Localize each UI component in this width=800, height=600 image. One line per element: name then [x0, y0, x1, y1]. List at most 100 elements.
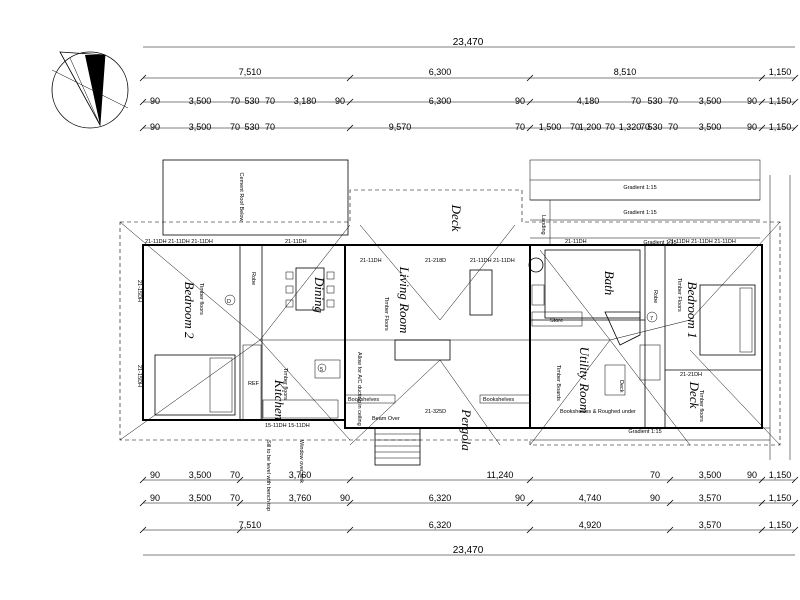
bottom-row3-value: 6,320: [429, 520, 452, 530]
bottom-row2-value: 3,500: [189, 493, 212, 503]
walls: [142, 244, 763, 429]
room-deck-top: Deck: [449, 204, 464, 232]
top-row3-value: 530: [647, 122, 662, 132]
sofa-icon-2: [394, 339, 451, 361]
timber-floors-5: Timber Boards: [555, 365, 561, 401]
circle-7-label: 7: [650, 316, 653, 322]
header-bottom: 21-325D: [425, 409, 446, 415]
top-row2-value: 90: [747, 96, 757, 106]
top-row2-value: 90: [335, 96, 345, 106]
dining-table-icon: [295, 267, 325, 311]
header-living-2: 21-11DH 21-11DH: [470, 258, 515, 264]
top-row2-value: 3,500: [699, 96, 722, 106]
timber-floors-6: Timber floors: [698, 390, 704, 422]
sill-note: Sill to be level with bench top: [265, 440, 271, 511]
beam-over-label: Beam Over: [372, 416, 400, 422]
gradient-label-3: Gradient 1:15: [643, 240, 676, 246]
gradient-deck-area: Gradient 1:15 Gradient 1:15 Gradient 1:1…: [529, 159, 791, 460]
landing-label: Landing: [540, 215, 546, 235]
top-row3-value: 1,500: [539, 122, 562, 132]
bookshelves-note: Bookshelves & Roughed under: [560, 409, 636, 415]
top-row2-value: 90: [515, 96, 525, 106]
top-row3-value: 1,150: [769, 122, 792, 132]
circle-d-label: D: [227, 299, 231, 305]
bottom-row1-value: 1,150: [769, 470, 792, 480]
top-row3-value: 90: [150, 122, 160, 132]
deck-word: Deck: [618, 380, 624, 393]
bath-area: Store: [528, 249, 641, 346]
top-row3-value: 90: [747, 122, 757, 132]
top-row3-value: 70: [230, 122, 240, 132]
dim-overall-top: 23,470: [453, 37, 484, 48]
sofa-icon: [469, 269, 493, 316]
robe-label-right: Robe: [652, 290, 658, 303]
header-living: 21-11DH: [360, 258, 382, 264]
bottom-row1-value: 90: [150, 470, 160, 480]
top-row1-value: 8,510: [614, 67, 637, 77]
room-kitchen: Kitchen: [272, 379, 287, 420]
room-bedroom-1: Bedroom 1: [685, 282, 700, 339]
header-left: 21-11DH 21-11DH 21-11DH: [145, 239, 213, 245]
bottom-row2-value: 6,320: [429, 493, 452, 503]
top-row1-value: 1,150: [769, 67, 792, 77]
room-deck-right: Deck: [687, 381, 702, 409]
header-kitchen: 15-11DH 15-11DH: [265, 423, 310, 429]
bottom-row2-value: 1,150: [769, 493, 792, 503]
top-row2-value: 530: [244, 96, 259, 106]
cement-label: Cement Roof Below: [238, 173, 244, 222]
bottom-row1-value: 3,500: [189, 470, 212, 480]
room-living: Living Room: [397, 266, 412, 334]
top-row3-value: 9,570: [389, 122, 412, 132]
roof-diagonals: [119, 221, 781, 446]
bottom-row1-value: 90: [747, 470, 757, 480]
store-label: Store: [550, 318, 563, 324]
top-row3-value: 70: [605, 122, 615, 132]
top-row2-value: 90: [150, 96, 160, 106]
header-deck-right: 21-21DH: [680, 372, 702, 378]
bottom-row2-value: 3,760: [289, 493, 312, 503]
top-row2-value: 3,500: [189, 96, 212, 106]
room-utility: Utility Room: [577, 347, 592, 414]
top-row3-value: 3,500: [189, 122, 212, 132]
fridge-label: REF: [248, 381, 260, 387]
circle-5-label: 5: [320, 367, 323, 373]
top-row3-value: 70: [570, 122, 580, 132]
bottom-row2-value: 4,740: [579, 493, 602, 503]
top-row3-value: 1,200: [579, 122, 602, 132]
top-row3-value: 70: [265, 122, 275, 132]
bottom-row3-value: 1,150: [769, 520, 792, 530]
gradient-label-4: Gradient 1:15: [628, 429, 661, 435]
bookshelves-label-2: Bookshelves: [483, 397, 514, 403]
top-row1-value: 7,510: [239, 67, 262, 77]
bed-1-icon: [699, 284, 756, 356]
furniture: [154, 267, 756, 421]
top-row3-value: 70: [640, 122, 650, 132]
bottom-row2-value: 90: [340, 493, 350, 503]
bed-icon: [154, 354, 236, 416]
top-row3-value: 3,500: [699, 122, 722, 132]
bottom-row1-value: 11,240: [487, 470, 514, 480]
bottom-row1-value: 70: [650, 470, 660, 480]
bottom-row3-value: 4,920: [579, 520, 602, 530]
bottom-row1-value: 3,760: [289, 470, 312, 480]
room-labels: Bedroom 2 Dining Living Room Kitchen Dec…: [182, 204, 702, 452]
bottom-row1-value: 70: [230, 470, 240, 480]
top-row2-value: 1,150: [769, 96, 792, 106]
bottom-row3-value: 3,570: [699, 520, 722, 530]
timber-floors-3: Timber floors: [282, 368, 288, 400]
top-row1-value: 6,300: [429, 67, 452, 77]
top-row3-value: 70: [668, 122, 678, 132]
room-bedroom-2: Bedroom 2: [182, 282, 197, 339]
bottom-row1-value: 3,500: [699, 470, 722, 480]
header-mid: 21-11DH: [285, 239, 307, 245]
timber-floors-4: Timber Floors: [676, 278, 682, 312]
top-row2-value: 70: [668, 96, 678, 106]
bottom-row2-value: 90: [150, 493, 160, 503]
top-row2-value: 4,180: [577, 96, 600, 106]
top-row2-value: 3,180: [294, 96, 317, 106]
header-bath: 21-11DH: [565, 239, 587, 245]
gradient-label-1: Gradient 1:15: [623, 185, 656, 191]
room-dining: Dining: [312, 276, 327, 314]
